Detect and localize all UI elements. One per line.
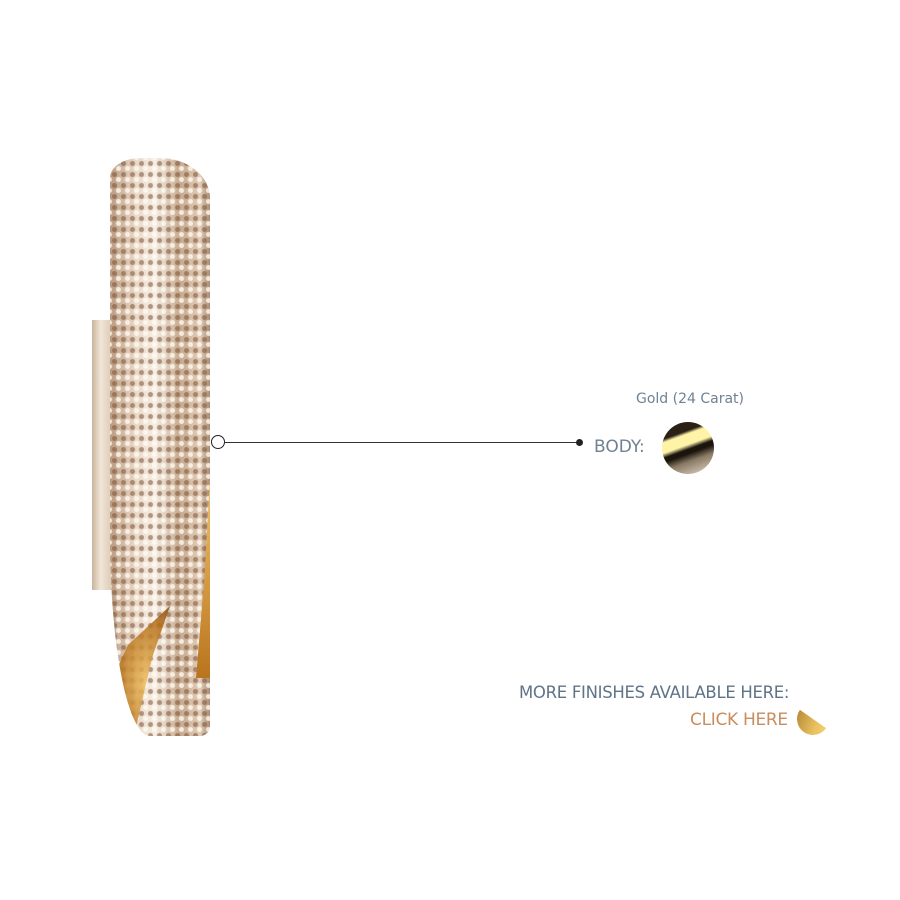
finish-name: Gold (24 Carat) <box>636 391 745 407</box>
lamp-body <box>110 158 210 736</box>
hotspot-marker[interactable] <box>211 435 225 449</box>
half-circle-gold-icon[interactable] <box>794 700 831 737</box>
lamp-inner-gold <box>196 478 210 678</box>
lamp-wall-plate <box>92 320 114 590</box>
body-label: BODY: <box>594 437 645 457</box>
more-finishes-text: MORE FINISHES AVAILABLE HERE: <box>519 683 790 702</box>
callout-dot <box>576 439 583 446</box>
finish-swatch[interactable] <box>662 422 714 474</box>
lamp-inner-gold-bottom <box>110 606 170 736</box>
click-here-link[interactable]: CLICK HERE <box>690 710 788 730</box>
callout-line <box>225 442 579 443</box>
